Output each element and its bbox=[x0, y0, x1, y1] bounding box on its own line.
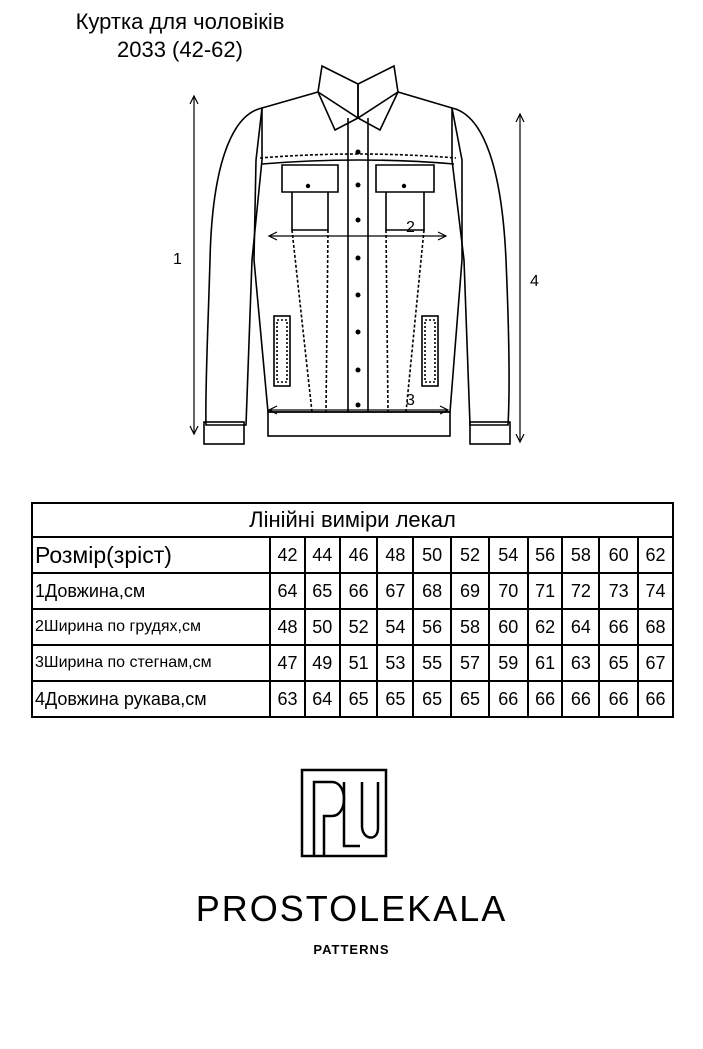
table-cell: 47 bbox=[269, 644, 306, 682]
size-cell: 44 bbox=[303, 536, 341, 574]
table-cell: 66 bbox=[598, 608, 640, 646]
brand-name: PROSTOLEKALA bbox=[195, 888, 508, 929]
size-cell: 50 bbox=[412, 536, 453, 574]
table-cell: 65 bbox=[412, 680, 453, 718]
table-cell: 59 bbox=[487, 644, 529, 682]
size-cell: 46 bbox=[338, 536, 379, 574]
table-caption-row: Лінійні виміри лекал bbox=[31, 502, 674, 538]
table-cell: 69 bbox=[450, 572, 490, 610]
table-cell: 68 bbox=[637, 608, 674, 646]
table-cell: 49 bbox=[303, 644, 341, 682]
table-row: 3Ширина по стегнам,см 47 49 51 53 55 57 … bbox=[30, 644, 674, 682]
waistband bbox=[267, 411, 451, 437]
table-header-row: Розмір(зріст) 42 44 46 48 50 52 54 56 58… bbox=[30, 536, 674, 574]
measure-label-1: 1 bbox=[173, 251, 182, 268]
left-chest-pocket bbox=[281, 164, 339, 231]
table-cell: 63 bbox=[269, 680, 306, 718]
size-cell: 48 bbox=[376, 536, 415, 574]
table-cell: 57 bbox=[450, 644, 490, 682]
table-cell: 65 bbox=[376, 680, 415, 718]
collar-left bbox=[317, 64, 359, 132]
table-cell: 55 bbox=[412, 644, 453, 682]
left-cuff bbox=[203, 421, 245, 445]
size-cell: 56 bbox=[526, 536, 564, 574]
table-cell: 74 bbox=[637, 572, 674, 610]
table-cell: 65 bbox=[303, 572, 341, 610]
measure-label-2: 2 bbox=[406, 219, 415, 236]
table-cell: 50 bbox=[303, 608, 341, 646]
table-cell: 68 bbox=[412, 572, 453, 610]
table-cell: 67 bbox=[376, 572, 415, 610]
row-label: 2Ширина по грудях,см bbox=[30, 608, 272, 646]
table-cell: 66 bbox=[598, 680, 640, 718]
table-cell: 62 bbox=[526, 608, 564, 646]
buttons bbox=[305, 149, 407, 408]
table-cell: 53 bbox=[376, 644, 415, 682]
table-cell: 63 bbox=[561, 644, 601, 682]
measurement-lines bbox=[189, 94, 525, 444]
size-label-cell: Розмір(зріст) bbox=[30, 536, 272, 574]
measure-label-4: 4 bbox=[530, 273, 539, 290]
right-chest-pocket bbox=[375, 164, 435, 231]
table-cell: 66 bbox=[487, 680, 529, 718]
table-cell: 66 bbox=[526, 680, 564, 718]
table-cell: 66 bbox=[637, 680, 674, 718]
table-row: 1Довжина,см 64 65 66 67 68 69 70 71 72 7… bbox=[30, 572, 674, 610]
table-cell: 67 bbox=[637, 644, 674, 682]
table-cell: 56 bbox=[412, 608, 453, 646]
measure-label-3: 3 bbox=[406, 392, 415, 409]
table-cell: 65 bbox=[450, 680, 490, 718]
jacket-body bbox=[253, 91, 463, 413]
size-cell: 52 bbox=[450, 536, 490, 574]
table-cell: 64 bbox=[269, 572, 306, 610]
table-row: 2Ширина по грудях,см 48 50 52 54 56 58 6… bbox=[30, 608, 674, 646]
size-cell: 58 bbox=[561, 536, 601, 574]
right-sleeve bbox=[451, 107, 510, 426]
brand-tagline: PATTERNS bbox=[313, 942, 390, 957]
table-cell: 64 bbox=[561, 608, 601, 646]
table-cell: 52 bbox=[338, 608, 379, 646]
table-cell: 66 bbox=[561, 680, 601, 718]
left-welt-pocket bbox=[273, 315, 291, 387]
table-cell: 48 bbox=[269, 608, 306, 646]
table-cell: 66 bbox=[338, 572, 379, 610]
row-label: 4Довжина рукава,см bbox=[30, 680, 272, 718]
row-label: 1Довжина,см bbox=[30, 572, 272, 610]
table-cell: 51 bbox=[338, 644, 379, 682]
row-label: 3Ширина по стегнам,см bbox=[30, 644, 272, 682]
table-cell: 71 bbox=[526, 572, 564, 610]
table-caption: Лінійні виміри лекал bbox=[31, 502, 674, 538]
table-cell: 58 bbox=[450, 608, 490, 646]
table-cell: 60 bbox=[487, 608, 529, 646]
jacket-technical-sketch: 1 2 3 4 bbox=[173, 64, 539, 445]
table-cell: 61 bbox=[526, 644, 564, 682]
measurement-table: Лінійні виміри лекал Розмір(зріст) 42 44… bbox=[30, 502, 674, 718]
size-cell: 60 bbox=[598, 536, 640, 574]
size-cell: 62 bbox=[637, 536, 674, 574]
title-line-1: Куртка для чоловіків bbox=[75, 9, 285, 34]
table-cell: 65 bbox=[598, 644, 640, 682]
right-welt-pocket bbox=[421, 315, 439, 387]
right-cuff bbox=[469, 421, 511, 445]
table-cell: 64 bbox=[303, 680, 341, 718]
pl-monogram-icon bbox=[300, 768, 388, 858]
table-cell: 70 bbox=[487, 572, 529, 610]
table-cell: 54 bbox=[376, 608, 415, 646]
title-line-2: 2033 (42-62) bbox=[117, 37, 243, 62]
size-cell: 54 bbox=[487, 536, 529, 574]
table-row: 4Довжина рукава,см 63 64 65 65 65 65 66 … bbox=[30, 680, 674, 718]
table-cell: 72 bbox=[561, 572, 601, 610]
collar-right bbox=[357, 64, 399, 132]
page-title: Куртка для чоловіків 2033 (42-62) bbox=[0, 8, 360, 64]
table-cell: 73 bbox=[598, 572, 640, 610]
table-cell: 65 bbox=[338, 680, 379, 718]
size-cell: 42 bbox=[269, 536, 306, 574]
left-sleeve bbox=[205, 107, 263, 426]
